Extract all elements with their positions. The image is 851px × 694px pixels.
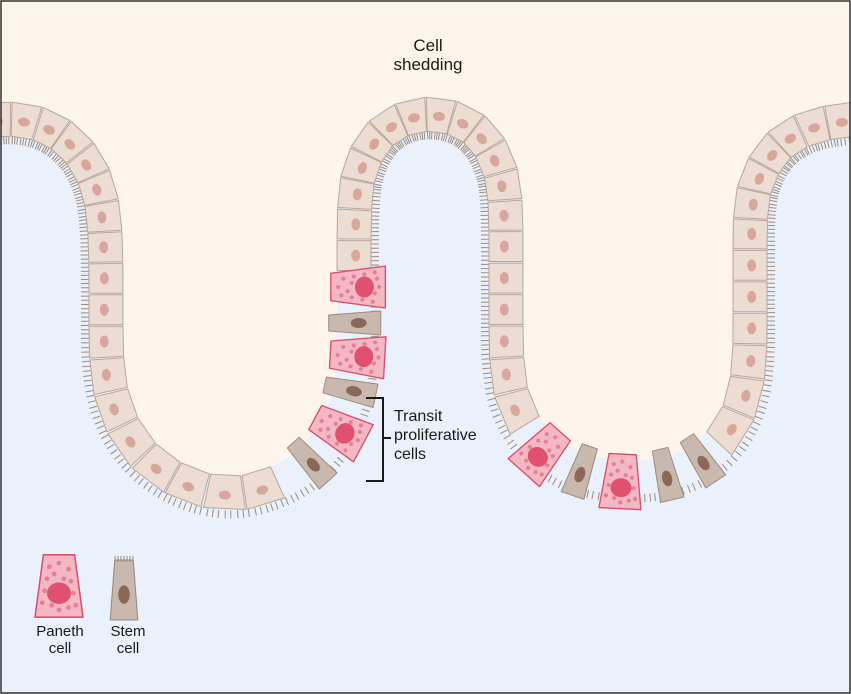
paneth-nucleus — [47, 582, 71, 604]
stem-legend-line-1: Stem — [96, 624, 160, 641]
paneth-granule — [341, 277, 345, 281]
stem-legend-line-2: cell — [96, 641, 160, 658]
paneth-granule — [375, 277, 379, 281]
paneth-granule — [57, 561, 62, 566]
stem-nucleus — [351, 318, 367, 328]
legend-paneth-cell — [35, 555, 83, 617]
paneth-granule — [45, 576, 50, 581]
enterocyte-nucleus — [100, 272, 109, 284]
paneth-granule — [66, 567, 71, 572]
paneth-granule — [69, 579, 74, 584]
stem-nucleus — [118, 585, 130, 603]
paneth-granule — [71, 591, 76, 596]
transit-proliferative-label: Transit proliferative cells — [394, 408, 504, 465]
enterocyte-nucleus — [500, 241, 509, 253]
stem-cell-legend-label: Stem cell — [96, 624, 160, 658]
paneth-granule — [42, 588, 47, 593]
enterocyte-nucleus — [747, 259, 756, 271]
legend-stem-brush-border — [115, 556, 133, 562]
paneth-granule — [373, 270, 377, 274]
crypt-stem-cell — [329, 311, 381, 335]
paneth-granule — [61, 576, 66, 581]
enterocyte-nucleus — [500, 272, 509, 284]
transit-line-3: cells — [394, 446, 504, 465]
paneth-granule — [49, 603, 54, 608]
paneth-granule — [52, 572, 57, 577]
enterocyte-nucleus — [500, 304, 509, 316]
paneth-granule — [350, 295, 354, 299]
paneth-granule — [373, 291, 377, 295]
paneth-granule — [57, 608, 62, 613]
paneth-granule — [66, 605, 71, 610]
paneth-granule — [339, 293, 343, 297]
paneth-legend-line-1: Paneth — [24, 624, 96, 641]
enterocyte-nucleus — [351, 250, 360, 262]
paneth-cell-legend-label: Paneth cell — [24, 624, 96, 658]
transit-line-1: Transit — [394, 408, 504, 427]
cell-shedding-line-1: Cell — [378, 36, 478, 55]
paneth-granule — [336, 285, 340, 289]
paneth-granule — [352, 274, 356, 278]
cell-shedding-line-2: shedding — [378, 55, 478, 74]
paneth-granule — [362, 272, 366, 276]
enterocyte-nucleus — [747, 322, 756, 334]
paneth-granule — [350, 281, 354, 285]
paneth-granule — [346, 289, 350, 293]
paneth-granule — [40, 600, 45, 605]
crypt-paneth-cell — [331, 266, 386, 308]
paneth-granule — [371, 300, 375, 304]
enterocyte-nucleus — [100, 304, 109, 316]
transit-line-2: proliferative — [394, 427, 504, 446]
enterocyte-nucleus — [747, 291, 756, 303]
paneth-granule — [360, 298, 364, 302]
legend-stem-cell — [110, 560, 138, 620]
cell-shedding-label: Cell shedding — [378, 36, 478, 74]
paneth-legend-line-2: cell — [24, 641, 96, 658]
paneth-nucleus — [355, 277, 374, 298]
enterocyte-nucleus — [747, 228, 756, 240]
paneth-granule — [73, 603, 78, 608]
paneth-granule — [47, 564, 52, 569]
paneth-granule — [377, 285, 381, 289]
